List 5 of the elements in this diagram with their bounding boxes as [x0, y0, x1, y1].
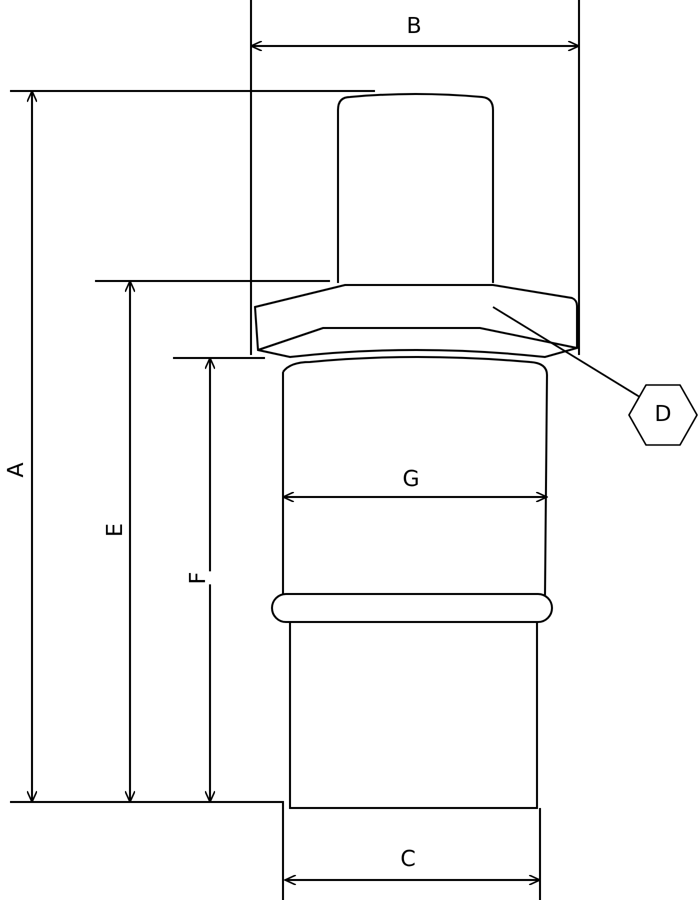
- leader-line: [492, 306, 640, 398]
- hexagon-callout: [628, 384, 698, 446]
- hex-nut: [254, 284, 578, 358]
- dimension-label: F: [187, 572, 211, 584]
- callout-letter: D: [654, 403, 672, 427]
